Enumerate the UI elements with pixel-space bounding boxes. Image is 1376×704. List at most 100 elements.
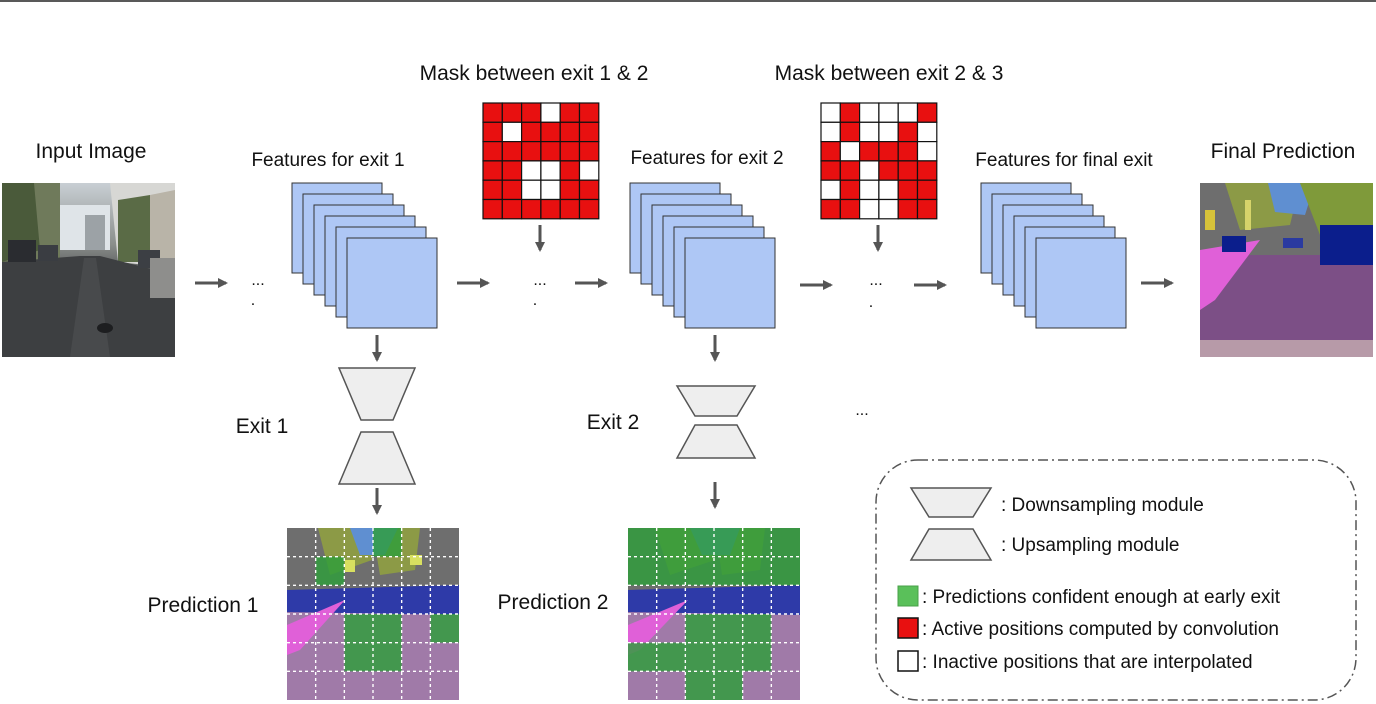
mask12-cell	[482, 179, 503, 201]
prediction2-confident-cells	[628, 528, 800, 700]
prediction2-confident-cell	[685, 556, 714, 586]
mask12-cell	[559, 160, 581, 181]
mask23-cell	[878, 179, 899, 201]
flow-arrows	[195, 225, 1174, 515]
prediction2-confident-cell	[628, 642, 657, 672]
exit1-module	[337, 367, 417, 485]
mask12-cell	[540, 179, 561, 201]
mask12-cell	[501, 121, 523, 143]
legend-confident-text: : Predictions confident enough at early …	[922, 587, 1281, 608]
mask12-cell	[520, 121, 542, 143]
mask23-cell	[916, 179, 938, 201]
mask23-cell	[878, 102, 899, 123]
mask-1-2-label: Mask between exit 1 & 2	[420, 62, 649, 85]
mask12-cell	[520, 102, 542, 123]
prediction2-confident-cell	[742, 528, 772, 557]
mask23-cell	[916, 198, 938, 220]
mask12-cell	[482, 198, 503, 220]
prediction1-confident-cell	[373, 528, 402, 557]
mask12-cell	[559, 141, 581, 162]
legend-inactive-text: : Inactive positions that are interpolat…	[922, 652, 1253, 673]
prediction1-confident-cell	[344, 642, 373, 672]
mask23-cell	[897, 198, 919, 220]
features-exit2-label: Features for exit 2	[630, 148, 783, 169]
prediction2-confident-cell	[656, 642, 686, 672]
prediction2-confident-cell	[714, 528, 743, 557]
exit2-downsampling-module	[675, 385, 757, 417]
final-prediction-map	[1200, 183, 1373, 357]
legend-upsampling-text: : Upsampling module	[1001, 535, 1179, 556]
prediction2-confident-cell	[771, 556, 800, 586]
prediction2-confident-cell	[742, 642, 772, 672]
prediction2-confident-cell	[656, 556, 686, 586]
feature-exit2-layer	[684, 237, 776, 329]
prediction2-map	[628, 528, 800, 700]
mask12-cell	[520, 179, 542, 201]
prediction1-confident-cell	[373, 614, 402, 643]
mask23-cell	[878, 198, 899, 220]
prediction1-map	[287, 528, 459, 700]
mask12-cell	[520, 141, 542, 162]
ellipsis-2: ...	[533, 272, 546, 289]
mask12-cell	[578, 160, 600, 181]
mask12-cell	[482, 141, 503, 162]
legend-upsampling-icon	[909, 528, 993, 561]
input-image	[2, 183, 175, 357]
mask23-cell	[839, 198, 861, 220]
features-final-label: Features for final exit	[975, 150, 1153, 171]
prediction2-confident-cell	[742, 614, 772, 643]
mask23-cell	[878, 121, 899, 143]
ellipsis-exits: ...	[855, 402, 868, 419]
mask23-cell	[858, 121, 880, 143]
mask23-cell	[858, 102, 880, 123]
mask23-cell	[897, 121, 919, 143]
mask23-cell	[820, 160, 841, 181]
mask23-cell	[839, 141, 861, 162]
mask12-cell	[482, 160, 503, 181]
exit2-label: Exit 2	[587, 411, 640, 434]
mask23-cell	[820, 198, 841, 220]
mask23-cell	[820, 141, 841, 162]
mask12-cell	[559, 198, 581, 220]
prediction2-confident-cell	[714, 642, 743, 672]
mask12-cell	[578, 102, 600, 123]
feature-exit1-layer	[346, 237, 438, 329]
mask23-cell	[820, 121, 841, 143]
prediction1-confident-cell	[344, 614, 373, 643]
legend-confident-swatch	[897, 585, 919, 607]
prediction1-confident-cells	[315, 528, 459, 672]
legend-active-swatch	[897, 617, 919, 639]
mask12-cell	[578, 179, 600, 201]
prediction2-confident-cell	[656, 528, 686, 557]
mask12-cell	[501, 179, 523, 201]
prediction1-confident-cell	[315, 556, 345, 586]
ellipsis-1: ...	[251, 272, 264, 289]
mask-exit1-exit2	[482, 102, 600, 220]
mask23-cell	[916, 121, 938, 143]
prediction2-confident-cell	[628, 556, 657, 586]
ellipsis-3: ...	[869, 272, 882, 289]
prediction2-confident-cell	[714, 556, 743, 586]
prediction2-confident-cell	[714, 671, 743, 700]
prediction1-gridlines	[287, 528, 459, 700]
mask23-cell	[858, 179, 880, 201]
prediction2-confident-cell	[685, 671, 714, 700]
prediction2-confident-cell	[714, 614, 743, 643]
mask23-cell	[897, 141, 919, 162]
mask23-cell	[839, 160, 861, 181]
mask23-cell	[897, 160, 919, 181]
exit1-upsampling-module	[337, 431, 417, 485]
mask12-cell	[540, 102, 561, 123]
ellipsis-1-dot: .	[251, 292, 255, 309]
mask23-cell	[820, 179, 841, 201]
legend-downsampling-text: : Downsampling module	[1001, 495, 1204, 516]
prediction2-confident-cell	[685, 642, 714, 672]
mask12-cell	[520, 160, 542, 181]
mask23-cell	[878, 160, 899, 181]
mask12-cell	[501, 102, 523, 123]
mask-exit2-exit3	[820, 102, 938, 220]
mask23-cell	[897, 102, 919, 123]
mask23-cell	[916, 160, 938, 181]
mask12-cell	[482, 121, 503, 143]
